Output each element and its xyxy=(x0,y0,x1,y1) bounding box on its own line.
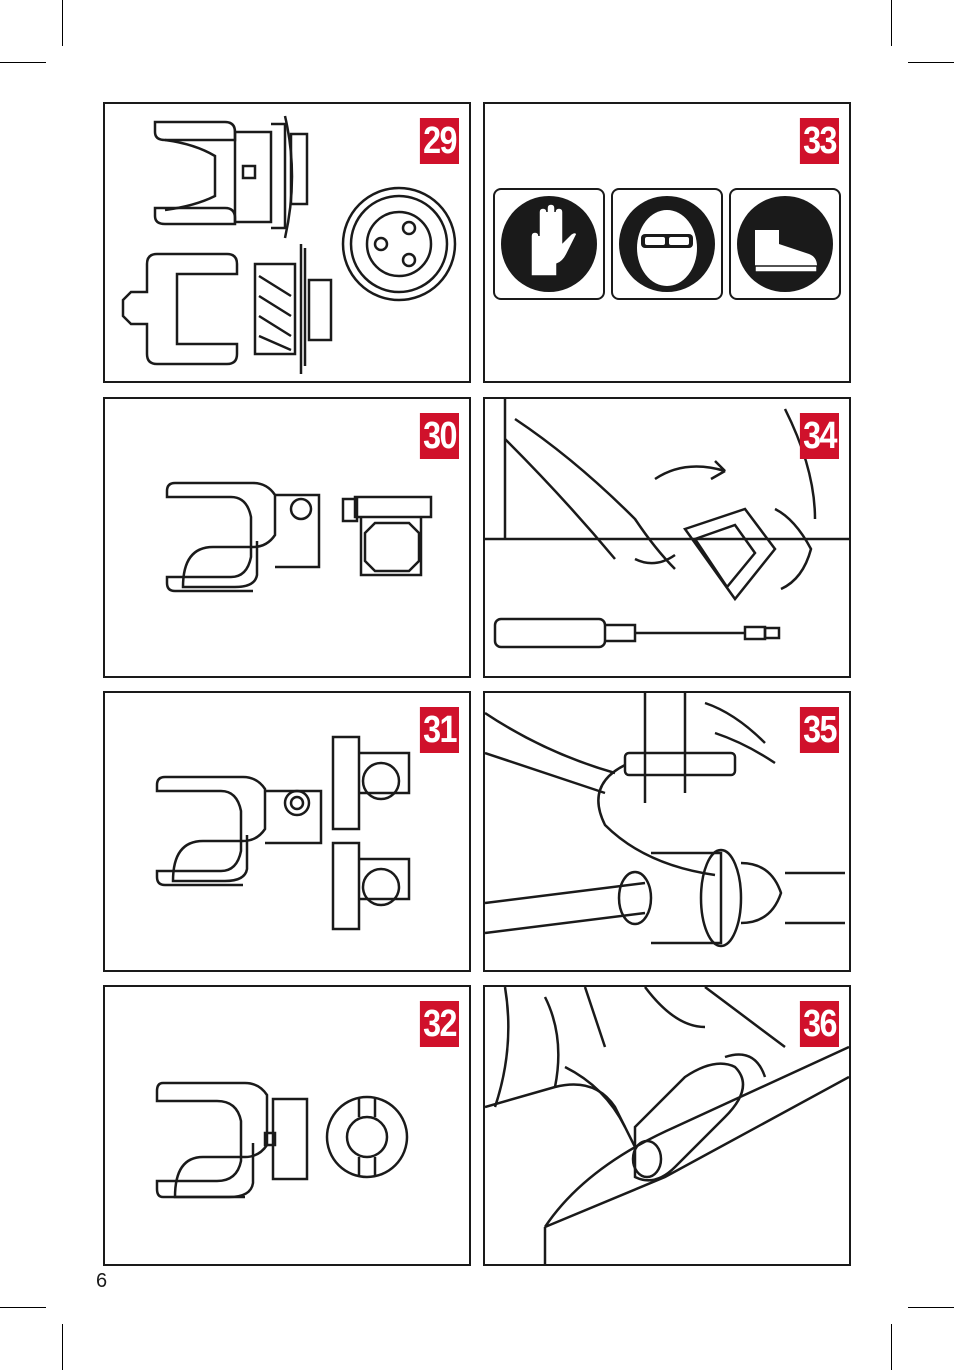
crop-mark xyxy=(0,62,46,63)
yoke-illustration xyxy=(105,399,469,676)
page-number: 6 xyxy=(96,1270,107,1293)
crop-mark xyxy=(908,1307,954,1308)
boots-sign xyxy=(729,188,841,300)
figure-number-badge: 36 xyxy=(800,1001,839,1047)
figure-36-panel: 36 xyxy=(483,985,851,1266)
safety-goggles-icon xyxy=(613,190,721,298)
crop-mark xyxy=(62,1324,63,1370)
figure-number-badge: 29 xyxy=(420,118,459,164)
yoke-illustration xyxy=(105,693,469,970)
figure-35-panel: 35 xyxy=(483,691,851,972)
goggles-sign xyxy=(611,188,723,300)
yoke-illustration xyxy=(105,987,469,1264)
figure-number-badge: 34 xyxy=(800,413,839,459)
figure-number-badge: 30 xyxy=(420,413,459,459)
figure-number-badge: 35 xyxy=(800,707,839,753)
figure-34-panel: 34 xyxy=(483,397,851,678)
figure-number-badge: 31 xyxy=(420,707,459,753)
crop-mark xyxy=(908,62,954,63)
crop-mark xyxy=(0,1307,46,1308)
figure-31-panel: 31 xyxy=(103,691,471,972)
safety-boots-icon xyxy=(731,190,839,298)
crop-mark xyxy=(62,0,63,46)
figure-number-badge: 33 xyxy=(800,118,839,164)
yoke-illustration xyxy=(105,104,469,381)
gloves-sign xyxy=(493,188,605,300)
crop-mark xyxy=(891,0,892,46)
hands-turning-guard-illustration xyxy=(485,399,849,676)
figure-32-panel: 32 xyxy=(103,985,471,1266)
crop-mark xyxy=(891,1324,892,1370)
figure-30-panel: 30 xyxy=(103,397,471,678)
figure-number-badge: 32 xyxy=(420,1001,459,1047)
gloves-icon xyxy=(495,190,603,298)
greasing-guard-illustration xyxy=(485,693,849,970)
greasing-with-gun-illustration xyxy=(485,987,849,1264)
figure-29-panel: 29 xyxy=(103,102,471,383)
figure-33-panel: 33 xyxy=(483,102,851,383)
